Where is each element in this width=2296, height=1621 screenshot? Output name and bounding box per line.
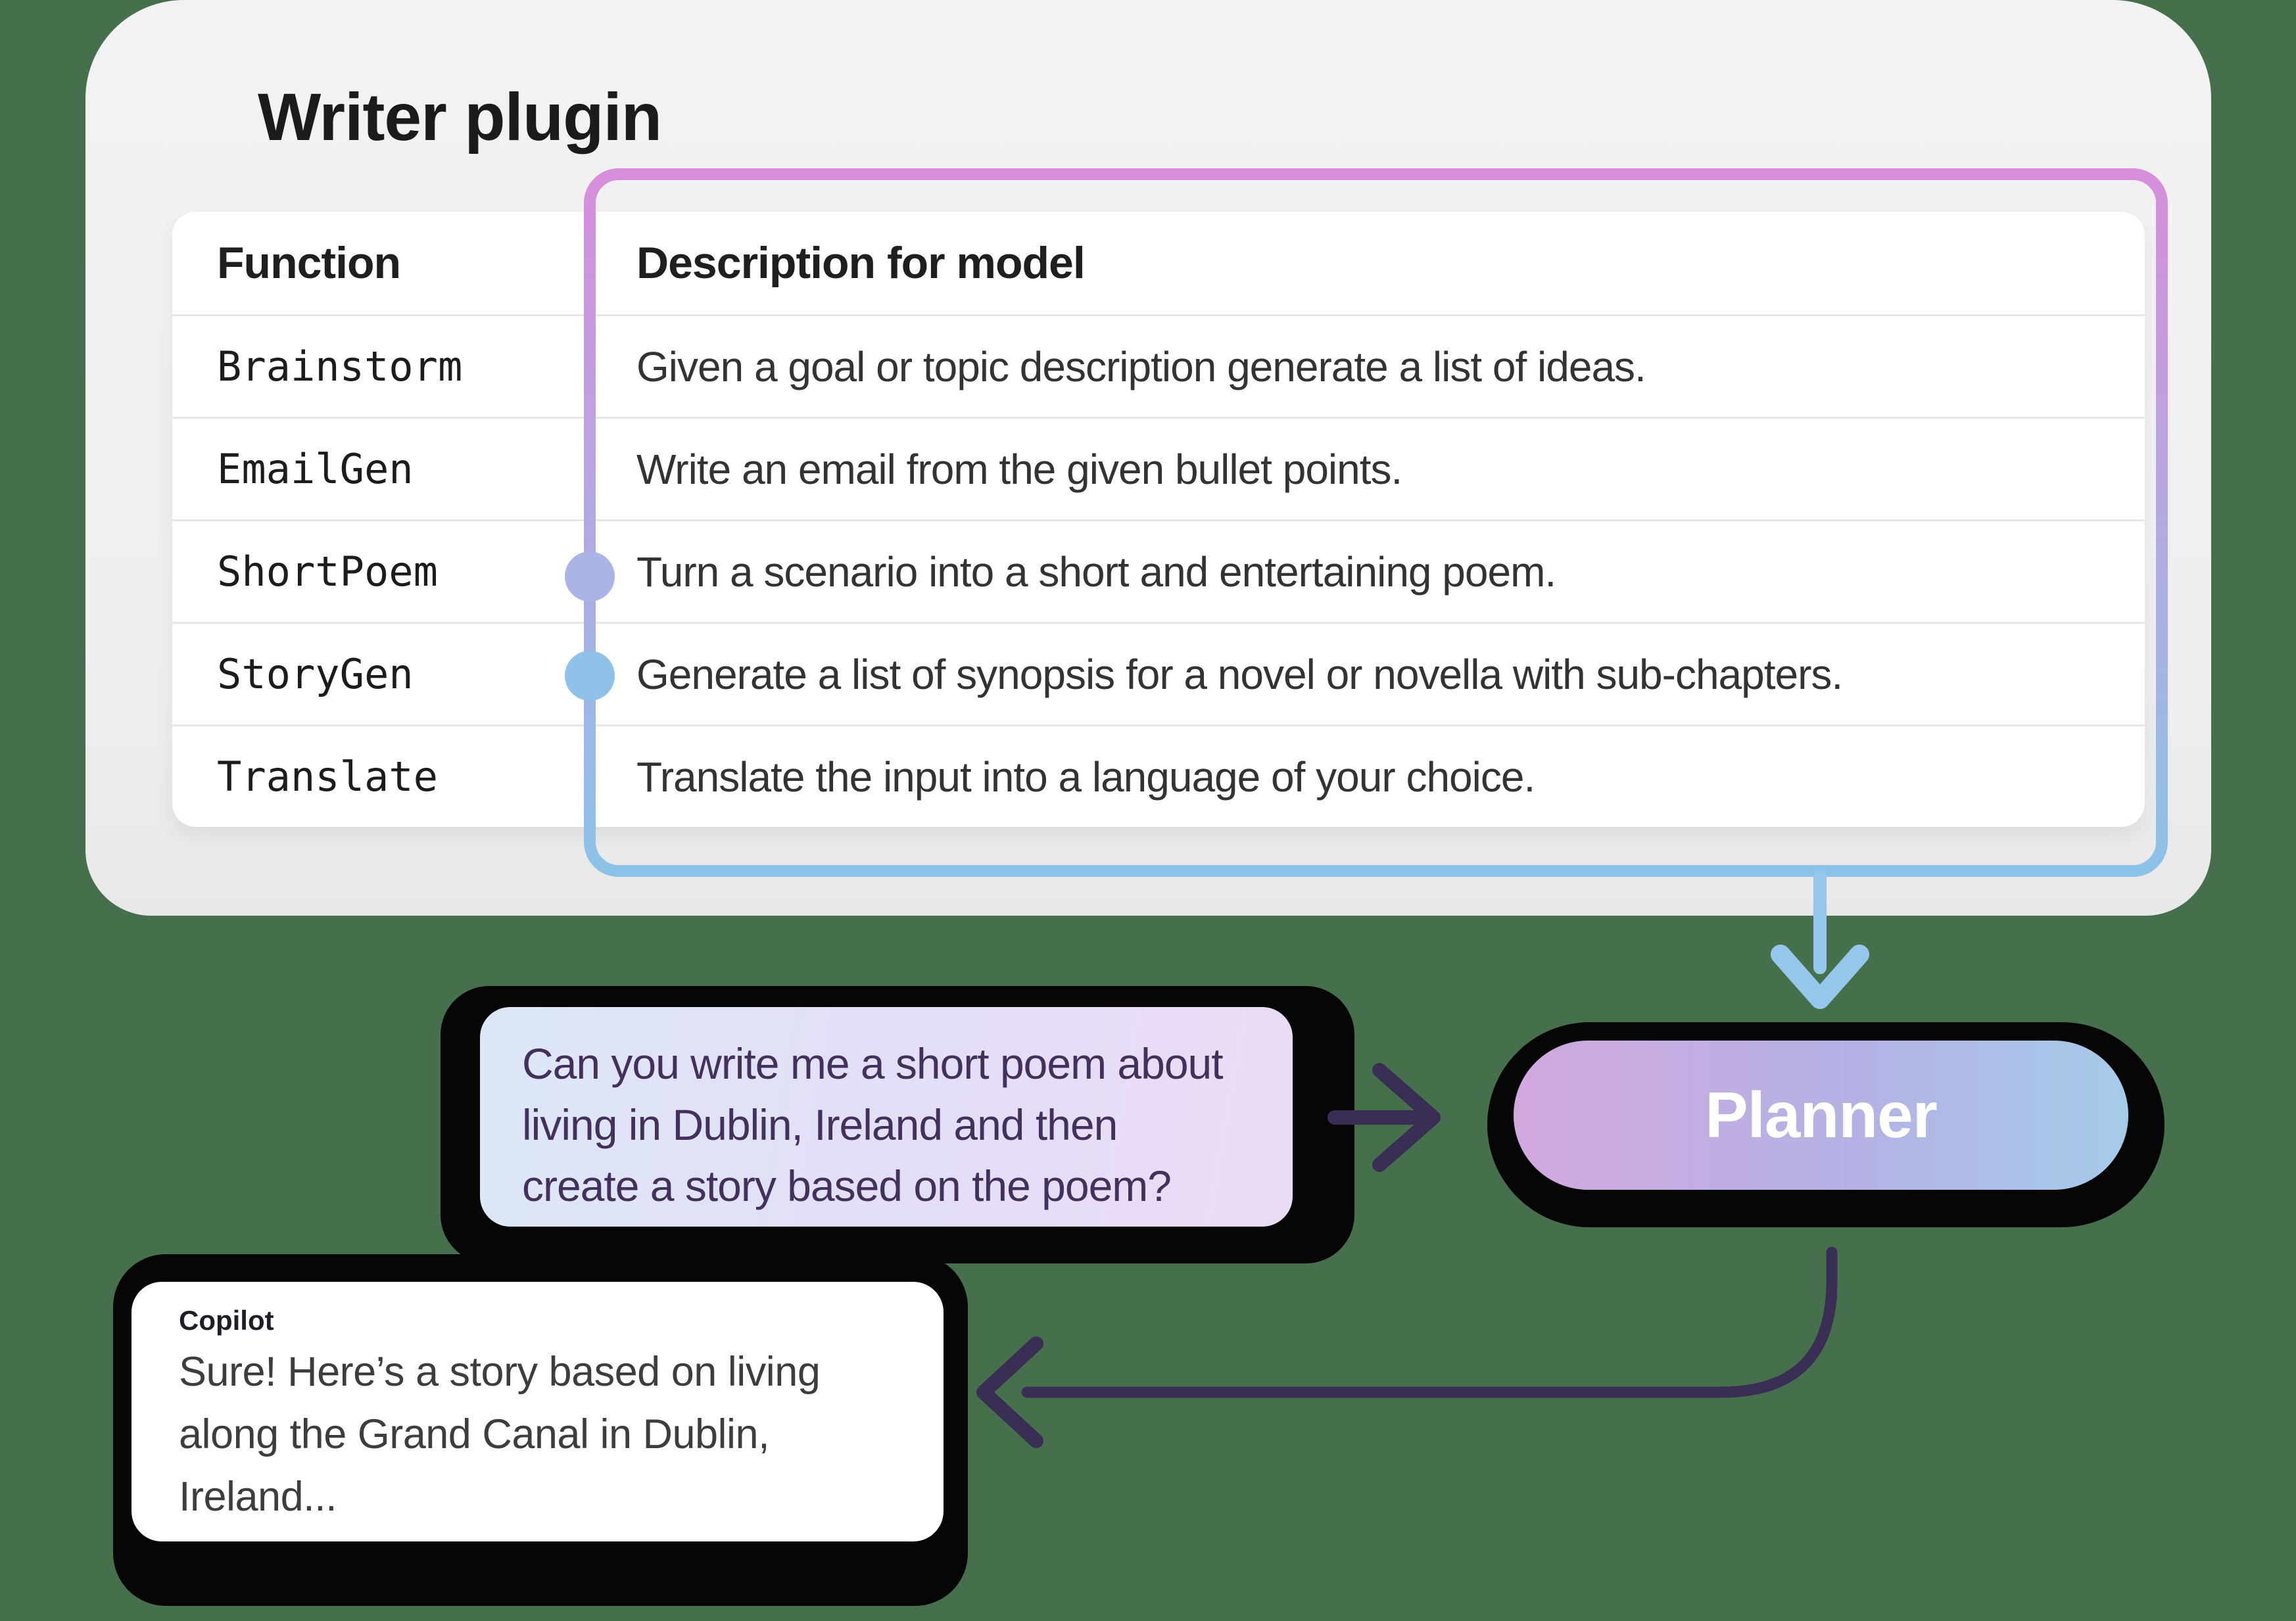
table-row: EmailGen Write an email from the given b… (172, 417, 2145, 519)
card-title: Writer plugin (258, 80, 662, 154)
function-description: Translate the input into a language of y… (636, 753, 1535, 801)
user-message-line: Can you write me a short poem about (522, 1039, 1224, 1088)
function-description: Generate a list of synopsis for a novel … (636, 650, 1843, 698)
column-header-description: Description for model (636, 238, 1086, 288)
user-message-bubble: Can you write me a short poem about livi… (480, 1007, 1293, 1227)
user-message-line: create a story based on the poem? (522, 1162, 1172, 1210)
table-row: Translate Translate the input into a lan… (172, 724, 2145, 827)
function-description: Write an email from the given bullet poi… (636, 445, 1402, 493)
table-row: ShortPoem Turn a scenario into a short a… (172, 519, 2145, 622)
copilot-message-bubble: Copilot Sure! Here’s a story based on li… (132, 1282, 944, 1541)
function-table: Function Description for model Brainstor… (172, 212, 2145, 827)
function-name: StoryGen (217, 650, 414, 698)
copilot-message-line: along the Grand Canal in Dublin, (179, 1411, 770, 1457)
function-name: Translate (217, 753, 438, 801)
table-row: StoryGen Generate a list of synopsis for… (172, 622, 2145, 724)
column-header-function: Function (217, 238, 401, 288)
function-description: Turn a scenario into a short and enterta… (636, 548, 1556, 596)
copilot-speaker-label: Copilot (179, 1305, 274, 1336)
user-message-line: living in Dublin, Ireland and then (522, 1100, 1118, 1149)
function-description: Given a goal or topic description genera… (636, 342, 1646, 390)
table-header-row: Function Description for model (172, 212, 2145, 314)
return-arrow-path (1021, 1246, 1838, 1398)
right-arrow-icon (1372, 1063, 1441, 1172)
function-name: EmailGen (217, 445, 414, 493)
return-arrow-icon (976, 1336, 1043, 1448)
function-name: Brainstorm (217, 342, 463, 390)
down-arrow-icon (1771, 945, 1869, 1009)
table-row: Brainstorm Given a goal or topic descrip… (172, 314, 2145, 417)
copilot-message-line: Ireland... (179, 1474, 337, 1520)
copilot-message-line: Sure! Here’s a story based on living (179, 1349, 821, 1395)
function-name: ShortPoem (217, 548, 438, 596)
planner-node: Planner (1514, 1041, 2128, 1190)
planner-label: Planner (1705, 1079, 1937, 1151)
